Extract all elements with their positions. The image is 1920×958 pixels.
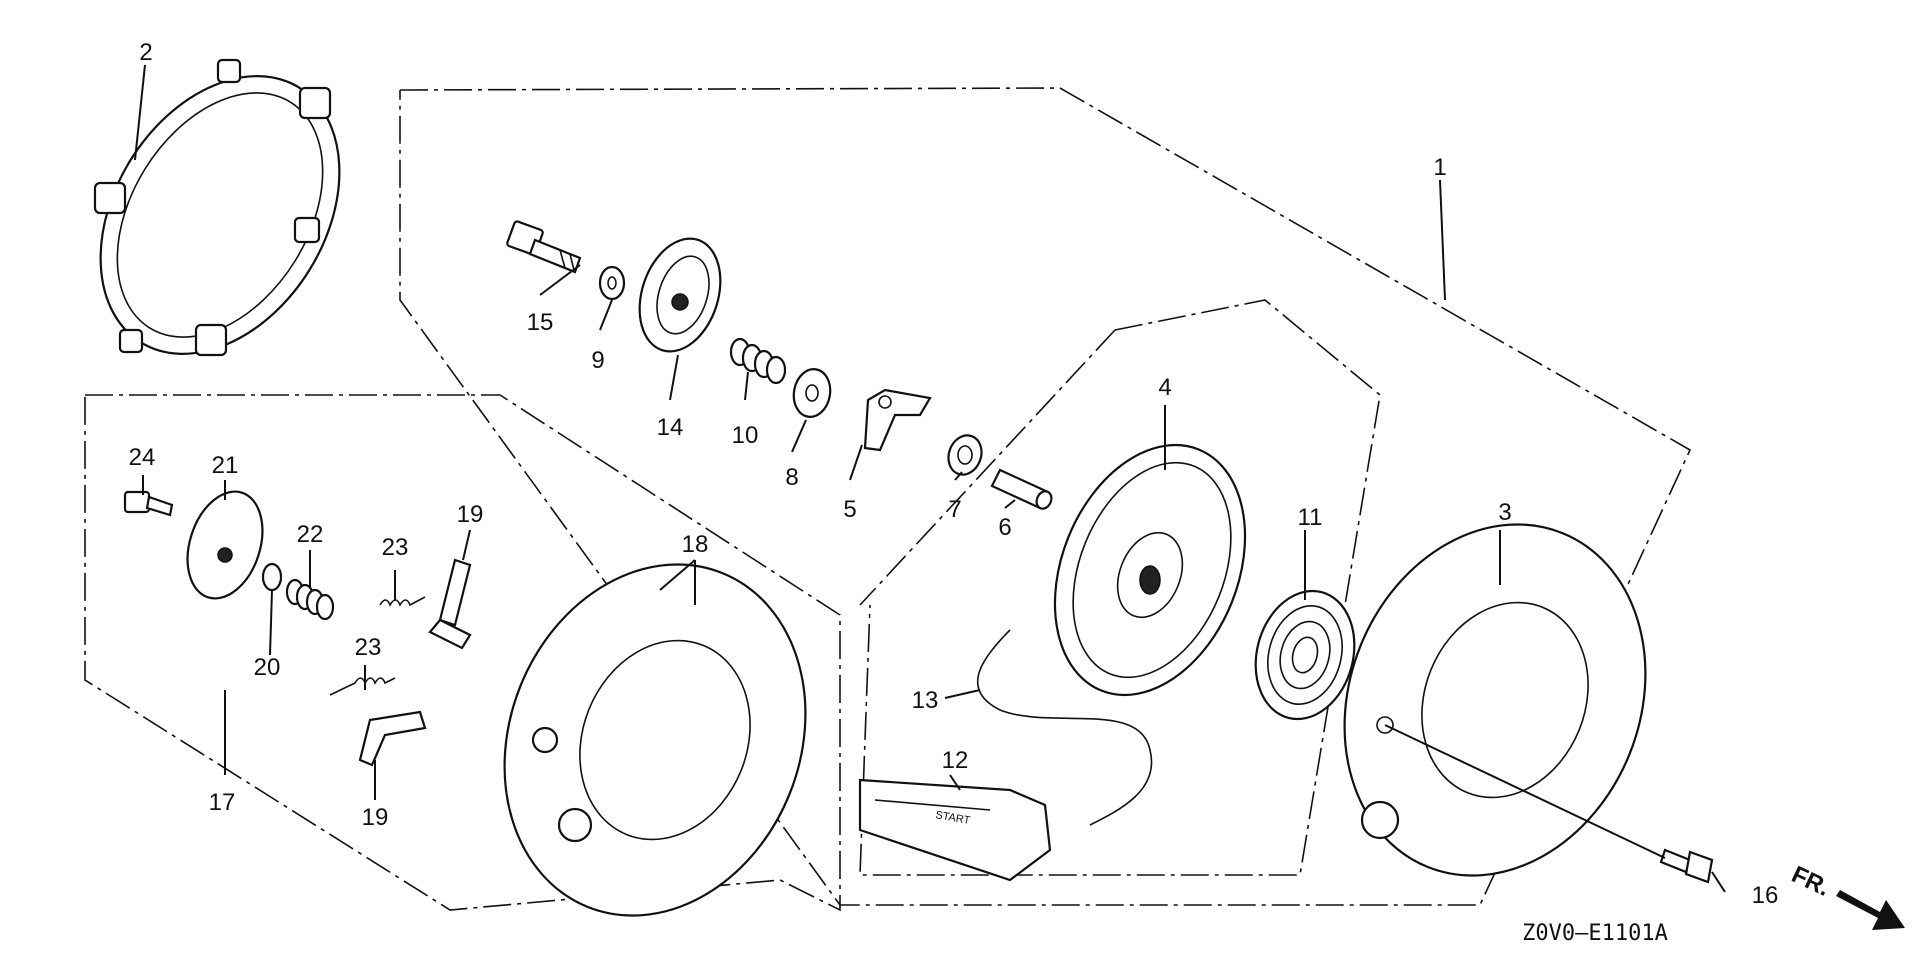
callout-9: 9 bbox=[591, 347, 604, 374]
part-5-ratchet-pawl bbox=[863, 388, 932, 452]
part-18-starter-case bbox=[503, 563, 807, 917]
callout-4: 4 bbox=[1158, 374, 1171, 401]
callout-15: 15 bbox=[527, 309, 554, 336]
part-19-ratchet-upper bbox=[428, 558, 472, 650]
callout-16: 16 bbox=[1752, 882, 1779, 909]
part-4-reel bbox=[1053, 443, 1247, 697]
callout-12: 12 bbox=[942, 747, 969, 774]
direction-label: FR. bbox=[1787, 861, 1833, 902]
callout-19-upper: 19 bbox=[457, 501, 484, 528]
callout-2: 2 bbox=[139, 39, 152, 66]
part-12-starter-grip: START bbox=[858, 778, 1052, 882]
part-7-collar bbox=[947, 434, 983, 476]
part-19-ratchet-lower bbox=[358, 710, 427, 767]
part-8-washer bbox=[792, 368, 832, 418]
callout-21: 21 bbox=[212, 452, 239, 479]
leader-lines bbox=[134, 64, 1726, 893]
callout-13: 13 bbox=[912, 687, 939, 714]
callout-23-upper: 23 bbox=[382, 534, 409, 561]
callout-7: 7 bbox=[948, 496, 961, 523]
part-3-starter-case bbox=[1343, 523, 1647, 877]
part-16-bolt bbox=[1659, 848, 1714, 884]
part-13-rope bbox=[976, 629, 1153, 826]
callout-labels: 2 1 15 9 14 10 8 5 7 6 4 11 3 13 12 18 1… bbox=[129, 39, 1779, 909]
drawing-code: Z0V0—E1101A bbox=[1522, 921, 1668, 946]
callout-19-lower: 19 bbox=[362, 804, 389, 831]
part-20-washer bbox=[261, 562, 283, 592]
callout-3: 3 bbox=[1498, 499, 1511, 526]
callout-22: 22 bbox=[297, 521, 324, 548]
part-23-spring-lower bbox=[329, 677, 396, 696]
callout-24: 24 bbox=[129, 444, 156, 471]
group-boundary-17 bbox=[84, 394, 841, 912]
callout-17: 17 bbox=[209, 789, 236, 816]
callout-23-lower: 23 bbox=[355, 634, 382, 661]
group-boundary-1 bbox=[399, 87, 1692, 906]
part-2-gasket-ring bbox=[93, 58, 341, 357]
callout-18: 18 bbox=[682, 531, 709, 558]
front-direction-indicator: FR. bbox=[1787, 861, 1905, 930]
callout-5: 5 bbox=[843, 496, 856, 523]
part-10-spring bbox=[729, 337, 787, 385]
callout-14: 14 bbox=[657, 414, 684, 441]
part-11-recoil-spring bbox=[1254, 589, 1356, 721]
part-21-ratchet-guide bbox=[186, 490, 264, 600]
part-23-spring-upper bbox=[379, 596, 426, 607]
callout-6: 6 bbox=[998, 514, 1011, 541]
callout-10: 10 bbox=[732, 422, 759, 449]
part-6-pin bbox=[990, 468, 1053, 510]
callout-20: 20 bbox=[254, 654, 281, 681]
part-14-ratchet-guide bbox=[638, 237, 722, 353]
callout-1: 1 bbox=[1433, 154, 1446, 181]
callout-11: 11 bbox=[1298, 504, 1323, 531]
callout-8: 8 bbox=[785, 464, 798, 491]
front-arrow-icon bbox=[1836, 890, 1905, 930]
part-15-bolt bbox=[506, 220, 582, 274]
part-22-spring bbox=[285, 578, 335, 621]
part-9-washer bbox=[598, 265, 626, 301]
part-24-bolt bbox=[123, 490, 174, 517]
